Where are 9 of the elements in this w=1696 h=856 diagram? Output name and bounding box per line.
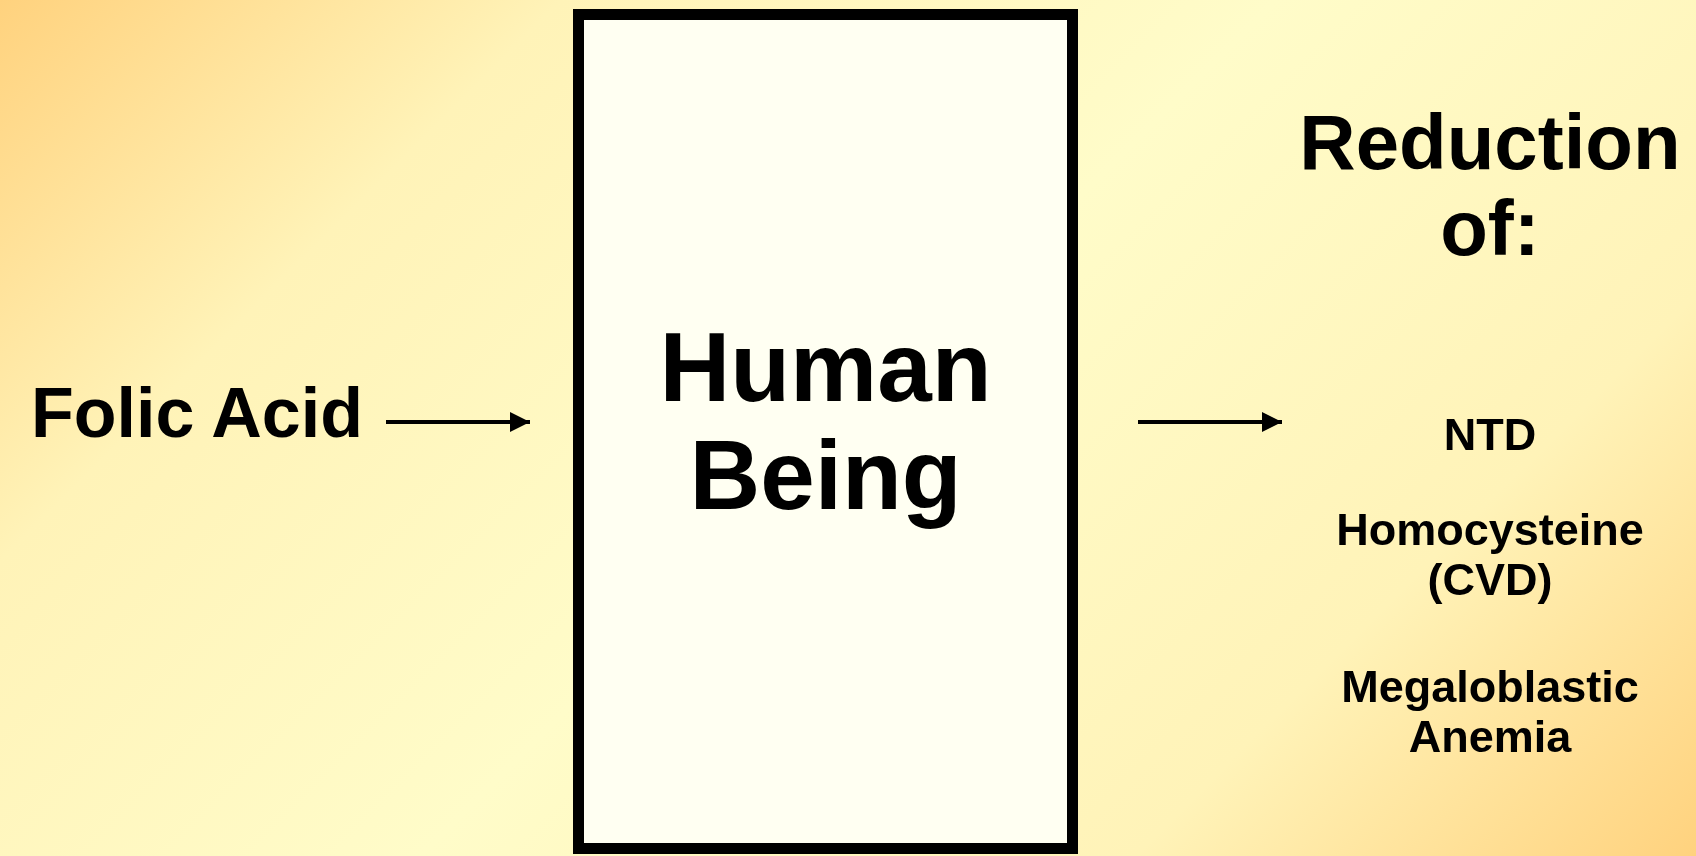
text-label: Reduction of: <box>1298 100 1682 272</box>
list-item: Megaloblastic Anemia <box>1340 662 1640 761</box>
box-label: Human Being <box>658 314 993 530</box>
arrow <box>386 412 530 432</box>
list-item: NTD <box>1442 410 1538 460</box>
process-box <box>573 9 1078 854</box>
list-item: Homocysteine (CVD) <box>1335 505 1645 604</box>
text-label: Folic Acid <box>30 375 364 452</box>
arrow <box>1138 412 1282 432</box>
